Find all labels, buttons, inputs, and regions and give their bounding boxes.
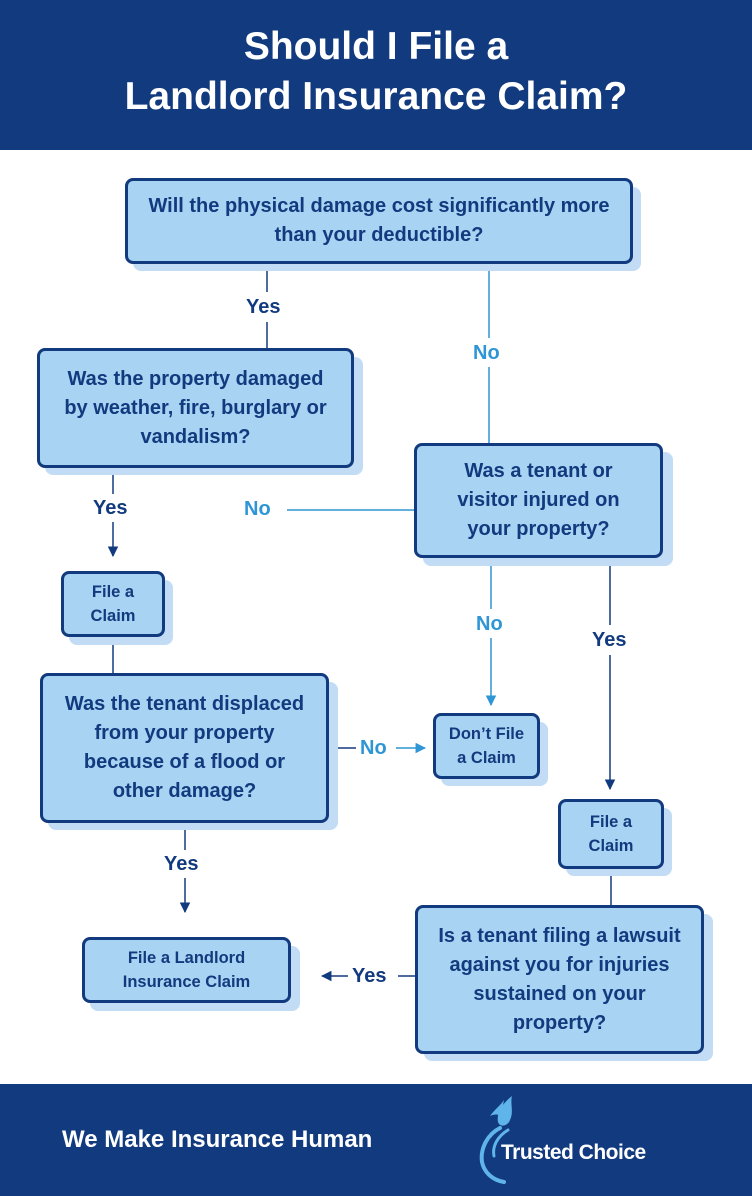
- title-line-2: Landlord Insurance Claim?: [124, 75, 628, 118]
- label-q5-yes: Yes: [352, 965, 387, 987]
- node-dont-file-text: Don’t File a Claim: [448, 725, 525, 767]
- node-q3-text: Was a tenant or visitor injured on your …: [457, 460, 620, 540]
- footer-banner: [0, 1084, 752, 1196]
- label-q2-no: No: [244, 498, 271, 520]
- page-title: Should I File a Landlord Insurance Claim…: [0, 22, 752, 122]
- label-q1-yes: Yes: [246, 296, 281, 318]
- node-file-landlord: File a Landlord Insurance Claim: [82, 937, 291, 1003]
- label-q2-yes: Yes: [93, 497, 128, 519]
- node-q3: Was a tenant or visitor injured on your …: [414, 443, 663, 558]
- node-q5: Is a tenant filing a lawsuit against you…: [415, 905, 704, 1054]
- node-q4-text: Was the tenant displaced from your prope…: [64, 693, 305, 802]
- eagle-logo-icon: [479, 1096, 512, 1184]
- footer-tagline: We Make Insurance Human: [62, 1126, 373, 1153]
- label-q3-yes: Yes: [592, 629, 627, 651]
- node-file-claim-1-text: File a Claim: [90, 583, 136, 625]
- node-q5-text: Is a tenant filing a lawsuit against you…: [438, 924, 681, 1034]
- node-q1-text: Will the physical damage cost significan…: [148, 195, 610, 246]
- node-file-landlord-text: File a Landlord Insurance Claim: [122, 949, 251, 991]
- node-q4: Was the tenant displaced from your prope…: [40, 673, 329, 823]
- node-file-claim-2-text: File a Claim: [588, 813, 634, 855]
- title-line-1: Should I File a: [243, 25, 509, 68]
- brand-logo-text: Trusted Choice: [501, 1141, 646, 1164]
- node-dont-file: Don’t File a Claim: [433, 713, 540, 779]
- node-file-claim-1: File a Claim: [61, 571, 165, 637]
- node-file-claim-2: File a Claim: [558, 799, 664, 869]
- label-q4-no: No: [360, 737, 387, 759]
- node-q2: Was the property damaged by weather, fir…: [37, 348, 354, 468]
- title-banner: Should I File a Landlord Insurance Claim…: [0, 0, 752, 150]
- node-q2-text: Was the property damaged by weather, fir…: [64, 367, 327, 448]
- label-q4-yes: Yes: [164, 853, 199, 875]
- node-q1: Will the physical damage cost significan…: [125, 178, 633, 264]
- label-q1-no: No: [473, 342, 500, 364]
- label-q3-no: No: [476, 613, 503, 635]
